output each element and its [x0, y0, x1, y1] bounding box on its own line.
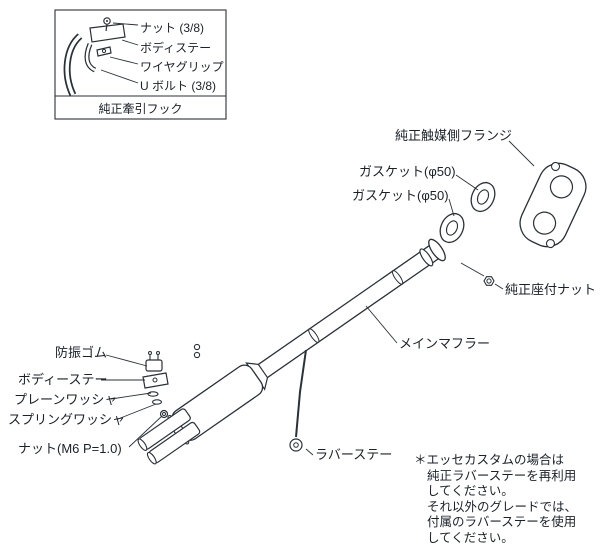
mount-stack-drawing: [142, 343, 201, 419]
callout-seat-nut: 純正座付ナット: [505, 282, 597, 297]
pipe-inlet-flange: [428, 238, 446, 262]
weld-bead-2: [308, 328, 320, 344]
small-bolt-part-2: [193, 351, 201, 359]
callout-rubber-stay: ラバーステー: [315, 447, 393, 462]
front-pipe-drawing: [243, 238, 446, 389]
callout-body-stay: ボディーステー: [18, 372, 108, 387]
gasket-2-inner: [445, 220, 459, 236]
callout-main-muffler: メインマフラー: [399, 336, 491, 351]
leader-seat-nut-label: [494, 283, 504, 290]
weld-bead-1: [391, 269, 404, 285]
footnote-line: してください。: [427, 484, 514, 498]
hanger-rod-drawing: [289, 349, 307, 452]
callout-gasket-2: ガスケット(φ50): [352, 188, 449, 203]
gasket-1-inner: [476, 189, 490, 205]
inset-box-border: [54, 9, 227, 120]
callout-nut-m6: ナット(M6 P=1.0): [18, 441, 122, 456]
footnote-line: 純正ラバーステーを再利用: [427, 468, 577, 483]
inset-box: [54, 9, 227, 120]
seat-nut-drawing: [483, 276, 495, 286]
catalyst-flange-drawing: [519, 161, 587, 249]
inset-drawing: [63, 17, 126, 97]
tip-opening-upper: [146, 451, 157, 465]
leader-inset-u-bolt: [100, 69, 139, 84]
hanger-rod: [295, 349, 307, 438]
inset-label-body-stay: ボディステー: [140, 41, 212, 55]
footnote-line: ＊エッセカスタムの場合は: [414, 453, 565, 467]
leader-gasket-1: [455, 174, 479, 191]
callout-plain-washer: プレーンワッシャ: [14, 392, 118, 407]
leader-lines: [100, 22, 535, 456]
bolt-stem-drawing: [105, 23, 108, 32]
inset-label-u-bolt: U ボルト (3/8): [140, 79, 217, 93]
wire-grip-hole: [101, 48, 107, 54]
bracket-plate-drawing: [89, 23, 126, 43]
gasket-2-drawing: [439, 212, 465, 244]
inset-caption: 純正牽引フック: [98, 102, 183, 116]
footnote-line: それ以外のグレードでは、: [427, 499, 578, 514]
pipe-body: [243, 244, 440, 389]
inset-label-wire-grip: ワイヤグリップ: [140, 60, 224, 74]
plain-washer-drawing: [147, 391, 159, 397]
callout-spring-washer: スプリングワッシャ: [8, 412, 126, 427]
flange-port-hole-1: [549, 175, 574, 199]
flange-port-hole-2: [532, 211, 557, 235]
mount-stud-tip-2: [156, 351, 160, 355]
leader-gasket-2: [448, 198, 455, 217]
leader-inset-body-stay: [121, 39, 139, 46]
seat-nut-hole: [486, 278, 492, 284]
inset-label-nut: ナット (3/8): [140, 21, 205, 35]
leader-spring-washer: [117, 403, 157, 420]
leader-flange: [508, 140, 535, 167]
footnote: ＊エッセカスタムの場合は 純正ラバーステーを再利用 してください。 それ以外のグ…: [414, 453, 577, 546]
callout-gasket-1: ガスケット(φ50): [359, 164, 456, 179]
u-bolt-highlight: [85, 43, 96, 72]
mount-stud-tip-1: [148, 351, 152, 355]
leader-rubber-stay: [305, 448, 314, 456]
body-stay-hole: [152, 377, 158, 383]
rubber-stay-hole: [293, 442, 299, 448]
leader-inset-nut: [112, 22, 139, 26]
footnote-line: 付属のラバーステーを使用: [427, 515, 577, 529]
leader-inset-wire-grip: [109, 56, 139, 65]
nut-m6-hole: [162, 412, 166, 416]
nut-center-dot: [106, 20, 108, 22]
flange-bolt-hole-2: [545, 238, 556, 249]
leader-seat-nut-to-pipe: [460, 262, 485, 277]
leader-nut-m6: [128, 415, 163, 448]
callout-rubber-mount: 防振ゴム: [55, 345, 108, 360]
tip-opening-lower: [137, 438, 148, 451]
flange-bolt-hole-1: [550, 161, 561, 172]
tow-hook-highlight: [65, 34, 82, 96]
small-bolt-part-1: [193, 343, 201, 351]
callout-flange: 純正触媒側フランジ: [395, 128, 513, 143]
rubber-mount-drawing: [145, 359, 163, 372]
footnote-line: してください。: [427, 530, 514, 545]
gasket-1-drawing: [470, 181, 496, 213]
muffler-drawing: [137, 362, 269, 465]
leader-rubber-mount: [105, 354, 148, 367]
flange-plate: [519, 162, 587, 248]
pipe-collar: [419, 248, 434, 267]
spring-washer-drawing: [151, 399, 163, 405]
leader-main-muffler: [365, 305, 398, 344]
leader-plain-washer: [110, 392, 152, 400]
